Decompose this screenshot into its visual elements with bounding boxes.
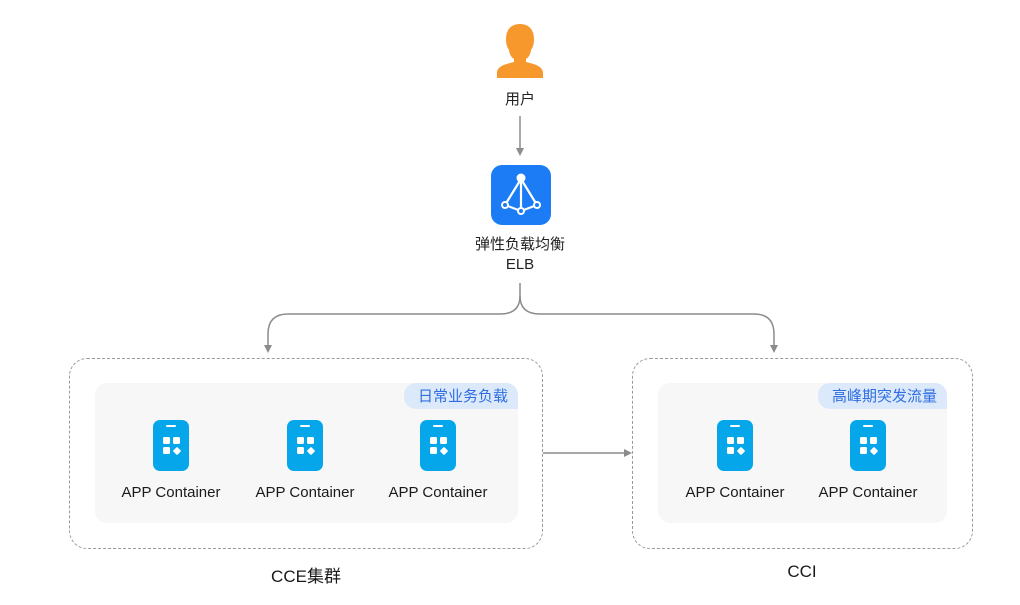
user-node: 用户: [490, 22, 550, 108]
cci-workload-tag: 高峰期突发流量: [817, 383, 947, 409]
user-label: 用户: [504, 91, 535, 108]
app-container-icon: [717, 420, 753, 471]
app-container-icon: [850, 420, 886, 471]
app-container-label: APP Container: [255, 484, 355, 501]
app-container-label: APP Container: [388, 484, 488, 501]
cce-workload-panel: 日常业务负载 APP Container APP Container APP C…: [95, 383, 518, 523]
cce-workload-tag: 日常业务负载: [403, 383, 518, 409]
user-person-icon: [497, 24, 543, 78]
elb-node: [491, 165, 551, 225]
app-container: APP Container: [808, 420, 928, 501]
connector-elb-to-cce: [264, 283, 521, 353]
app-container: APP Container: [245, 420, 365, 501]
cce-cluster-boundary: [69, 358, 543, 549]
app-container-icon: [287, 420, 323, 471]
app-container-label: APP Container: [121, 484, 221, 501]
cci-cluster-label: CCI: [787, 562, 817, 581]
app-container: APP Container: [675, 420, 795, 501]
cci-cluster-boundary: [632, 358, 973, 549]
app-container-icon: [420, 420, 456, 471]
connector-elb-to-cci: [519, 295, 778, 353]
app-container-icon: [153, 420, 189, 471]
cce-cluster-label: CCE集群: [271, 567, 341, 586]
cci-workload-panel: 高峰期突发流量 APP Container APP Container: [658, 383, 947, 523]
app-container-label: APP Container: [685, 484, 785, 501]
app-container-label: APP Container: [818, 484, 918, 501]
elb-label-cn: 弹性负载均衡: [474, 236, 565, 253]
elb-label-en: ELB: [505, 256, 535, 273]
app-container: APP Container: [378, 420, 498, 501]
load-balancer-icon: [491, 165, 551, 225]
app-container: APP Container: [111, 420, 231, 501]
